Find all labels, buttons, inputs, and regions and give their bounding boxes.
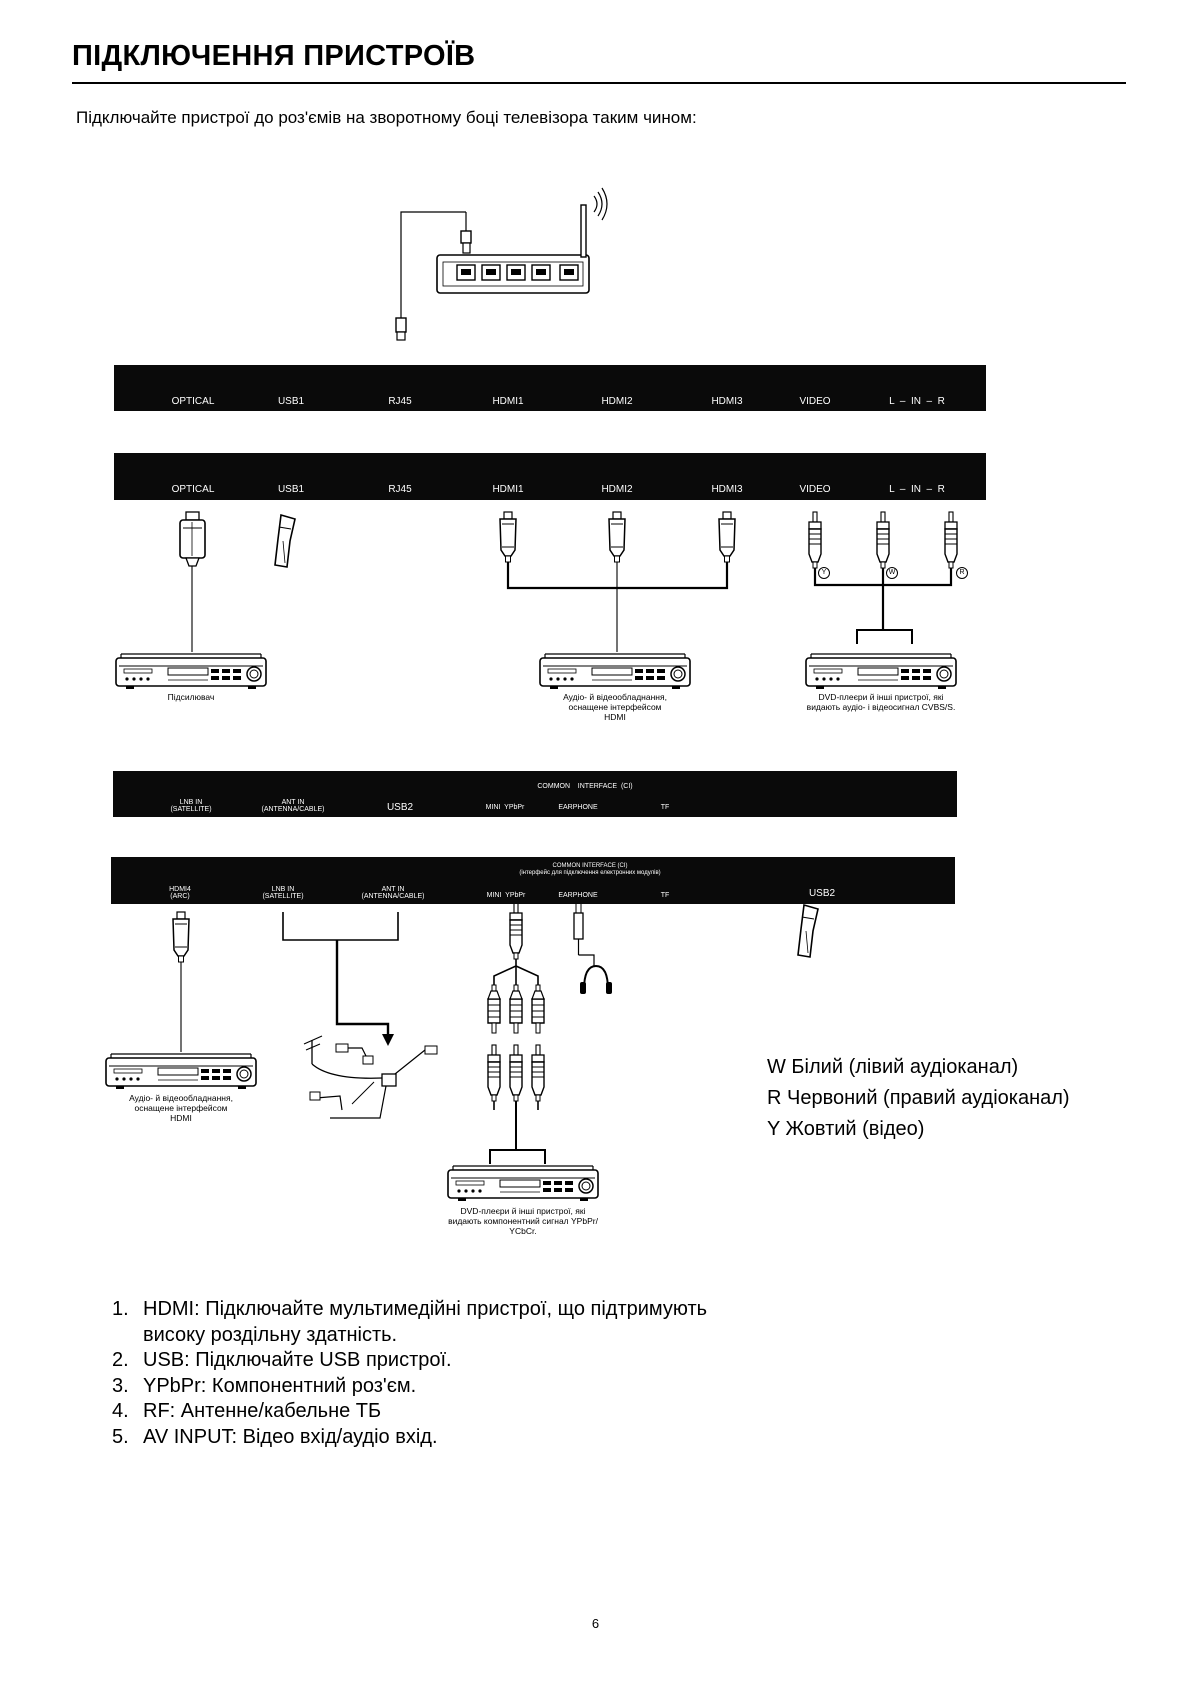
tv-rear-panel-top — [114, 365, 986, 411]
ypbpr-cables — [487, 902, 546, 1164]
port-label-optical: OPTICAL — [171, 484, 215, 495]
av-cables — [808, 511, 968, 644]
port-label-lnb-in: LNB IN(SATELLITE) — [262, 886, 304, 900]
port-label-usb1: USB1 — [277, 396, 305, 407]
connection-notes: 1.HDMI: Підключайте мультимедійні пристр… — [112, 1297, 707, 1450]
port-label-hdmi3: HDMI3 — [711, 484, 743, 495]
port-label-video: VIDEO — [799, 484, 831, 495]
router-icon — [395, 187, 608, 341]
caption-hdmi-device: Аудіо- й відеообладнання, оснащене інтер… — [563, 692, 667, 722]
port-label-earphone: EARPHONE — [558, 892, 598, 899]
port-label-optical: OPTICAL — [171, 396, 215, 407]
color-legend: W Білий (лівий аудіоканал) R Червоний (п… — [767, 1052, 1070, 1145]
list-item: 4.RF: Антенне/кабельне ТБ — [112, 1400, 382, 1422]
port-label-rj45: RJ45 — [388, 396, 412, 407]
port-label-ant-in: ANT IN(ANTENNA/CABLE) — [361, 886, 425, 900]
marker-red: R — [959, 569, 965, 576]
caption-dvd-ypbpr: DVD-плеєри й інші пристрої, які видають … — [448, 1206, 598, 1236]
port-label-tf: TF — [660, 804, 670, 811]
port-label-usb2: USB2 — [386, 802, 414, 813]
port-label-hdmi4: HDMI4(ARC) — [169, 886, 191, 900]
tv-rear-panel-2 — [114, 453, 986, 500]
page-number: 6 — [591, 1616, 600, 1631]
port-label-usb2: USB2 — [808, 888, 836, 899]
port-label-mini-ypbpr: MINI YPbPr — [485, 804, 525, 811]
port-label-video: VIDEO — [799, 396, 831, 407]
port-label-lnb-in: LNB IN(SATELLITE) — [170, 799, 212, 813]
port-label-audio-in: L – IN – R — [889, 396, 945, 407]
usb-stick-2-icon — [797, 904, 819, 958]
marker-white: W — [888, 569, 896, 576]
amplifier-device-icon — [115, 653, 267, 690]
list-item: 2.USB: Підключайте USB пристрої. — [112, 1349, 452, 1371]
usb-stick-icon — [274, 514, 296, 568]
port-label-hdmi1: HDMI1 — [492, 396, 524, 407]
port-label-hdmi2: HDMI2 — [601, 396, 633, 407]
legend-white: W Білий (лівий аудіоканал) — [767, 1056, 1019, 1078]
port-label-rj45: RJ45 — [388, 484, 412, 495]
port-label-earphone: EARPHONE — [558, 804, 598, 811]
port-label-tf: TF — [660, 892, 670, 899]
caption-amplifier: Підсилювач — [167, 692, 215, 702]
port-label-common-interface: COMMON INTERFACE (CI) — [537, 783, 633, 790]
tv-side-panel-b — [111, 857, 955, 904]
legend-red: R Червоний (правий аудіоканал) — [767, 1087, 1070, 1109]
port-label-hdmi2: HDMI2 — [601, 484, 633, 495]
page-title: ПІДКЛЮЧЕННЯ ПРИСТРОЇВ — [72, 40, 476, 72]
port-label-hdmi1: HDMI1 — [492, 484, 524, 495]
port-label-hdmi3: HDMI3 — [711, 396, 743, 407]
tv-side-panel-a — [113, 771, 957, 817]
port-label-audio-in: L – IN – R — [889, 484, 945, 495]
caption-hdmi-device-2: Аудіо- й відеообладнання, оснащене інтер… — [129, 1093, 233, 1123]
dvd-cvbs-device-icon — [805, 653, 957, 690]
port-label-ant-in: ANT IN(ANTENNA/CABLE) — [261, 799, 325, 813]
port-label-common-interface: COMMON INTERFACE (CI)(інтерфейс для підк… — [519, 863, 661, 876]
hdmi-device-2-icon — [105, 1053, 257, 1090]
legend-yellow: Y Жовтий (відео) — [767, 1118, 925, 1140]
marker-yellow: Y — [821, 569, 827, 576]
headphones-icon — [573, 902, 612, 994]
optical-cable — [179, 511, 206, 652]
port-label-usb1: USB1 — [277, 484, 305, 495]
title-divider — [72, 82, 1126, 84]
list-item: 1.HDMI: Підключайте мультимедійні пристр… — [112, 1298, 708, 1346]
dvd-ypbpr-device-icon — [447, 1165, 599, 1202]
list-item: 3.YPbPr: Компонентний роз'єм. — [112, 1374, 417, 1397]
hdmi-device-icon — [539, 653, 691, 690]
antenna-cables — [282, 912, 438, 1119]
caption-dvd-cvbs: DVD-плеєри й інші пристрої, які видають … — [806, 692, 956, 712]
intro-text: Підключайте пристрої до роз'ємів на звор… — [76, 108, 697, 127]
hdmi4-cable — [172, 911, 190, 1052]
hdmi-cables — [499, 511, 736, 652]
list-item: 5.AV INPUT: Відео вхід/аудіо вхід. — [112, 1425, 438, 1448]
port-label-mini-ypbpr: MINI YPbPr — [486, 892, 526, 899]
